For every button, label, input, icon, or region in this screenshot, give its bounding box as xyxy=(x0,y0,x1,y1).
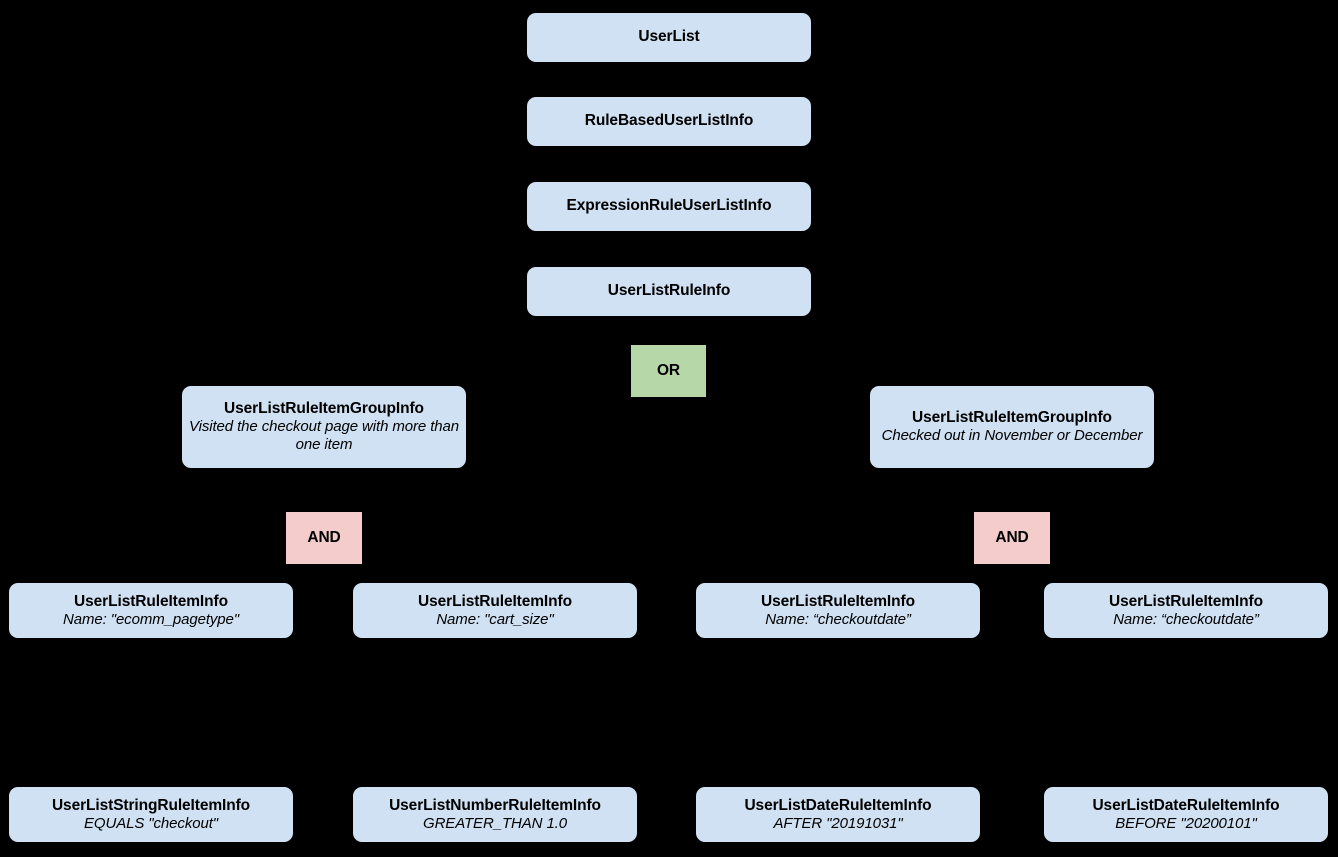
edge-userlist-to-rulebaseduserlistinfo xyxy=(663,62,675,97)
node-rulebaseduserlistinfo[interactable]: RuleBasedUserListInfo xyxy=(527,97,811,146)
node-title: AND xyxy=(995,528,1029,546)
edge-and-left-to-item-cartsize xyxy=(323,563,501,583)
node-subtitle: Visited the checkout page with more than… xyxy=(188,418,460,454)
arrowhead xyxy=(145,575,157,583)
arrowhead xyxy=(663,174,675,182)
node-title: OR xyxy=(656,361,681,379)
node-subtitle: AFTER "20191031" xyxy=(773,814,903,832)
node-userlist[interactable]: UserList xyxy=(527,13,811,62)
edge-item-pagetype-to-rule-string-equals xyxy=(145,638,157,787)
edge-item-checkoutdate-after-to-rule-date-after xyxy=(832,638,844,787)
arrowhead xyxy=(1006,378,1018,386)
node-title: UserList xyxy=(638,28,700,46)
node-subtitle: GREATER_THAN 1.0 xyxy=(423,814,567,832)
node-subtitle: BEFORE "20200101" xyxy=(1115,814,1257,832)
node-title: UserListRuleItemGroupInfo xyxy=(224,400,424,418)
node-subtitle: Checked out in November or December xyxy=(881,427,1143,445)
node-title: UserListRuleItemInfo xyxy=(761,592,915,610)
node-title: UserListRuleItemGroupInfo xyxy=(912,409,1112,427)
arrowhead xyxy=(1006,504,1018,512)
node-subtitle: Name: “checkoutdate” xyxy=(765,610,911,628)
edge-group-left-to-and-left xyxy=(318,468,330,512)
node-and-right[interactable]: AND xyxy=(974,512,1050,564)
arrowhead xyxy=(318,504,330,512)
node-subtitle: Name: "ecomm_pagetype" xyxy=(62,610,240,628)
node-or-operator[interactable]: OR xyxy=(631,345,706,397)
edge-and-right-to-item-checkoutdate-after xyxy=(832,563,1013,583)
node-title: ExpressionRuleUserListInfo xyxy=(566,197,772,215)
arrowhead xyxy=(489,575,501,583)
arrowhead xyxy=(318,378,330,386)
arrowhead xyxy=(832,779,844,787)
arrowhead xyxy=(662,337,675,345)
edge-rulebaseduserlistinfo-to-expressionruleuserlistinfo xyxy=(663,146,675,182)
arrowhead xyxy=(832,575,844,583)
node-title: UserListRuleItemInfo xyxy=(74,592,228,610)
node-title: UserListStringRuleItemInfo xyxy=(51,796,251,814)
arrowhead xyxy=(145,779,157,787)
edge-and-left-to-item-pagetype xyxy=(145,563,325,583)
edge-expressionruleuserlistinfo-to-userlistruleinfo xyxy=(663,231,675,267)
node-title: UserListRuleInfo xyxy=(607,282,731,300)
edge-group-right-to-and-right xyxy=(1006,468,1018,512)
node-title: AND xyxy=(307,528,341,546)
node-title: UserListRuleItemInfo xyxy=(418,592,572,610)
node-title: UserListDateRuleItemInfo xyxy=(1092,796,1280,814)
edge-userlistruleinfo-to-or-operator xyxy=(662,315,675,345)
arrowhead xyxy=(663,259,675,267)
arrowhead xyxy=(1180,575,1192,583)
node-expressionruleuserlistinfo[interactable]: ExpressionRuleUserListInfo xyxy=(527,182,811,231)
arrowhead xyxy=(1180,779,1192,787)
arrowhead xyxy=(489,779,501,787)
node-subtitle: EQUALS "checkout" xyxy=(83,814,218,832)
edge-and-right-to-item-checkoutdate-before xyxy=(1011,563,1192,583)
node-title: RuleBasedUserListInfo xyxy=(584,112,754,130)
node-title: UserListNumberRuleItemInfo xyxy=(389,796,601,814)
edge-item-cartsize-to-rule-number-gt xyxy=(489,638,501,787)
node-title: UserListRuleItemInfo xyxy=(1109,592,1263,610)
arrowhead xyxy=(663,89,675,97)
node-userlistruleinfo[interactable]: UserListRuleInfo xyxy=(527,267,811,316)
node-title: UserListDateRuleItemInfo xyxy=(744,796,932,814)
node-and-left[interactable]: AND xyxy=(286,512,362,564)
node-subtitle: Name: "cart_size" xyxy=(436,610,554,628)
edge-item-checkoutdate-before-to-rule-date-before xyxy=(1180,638,1192,787)
node-subtitle: Name: “checkoutdate” xyxy=(1113,610,1259,628)
